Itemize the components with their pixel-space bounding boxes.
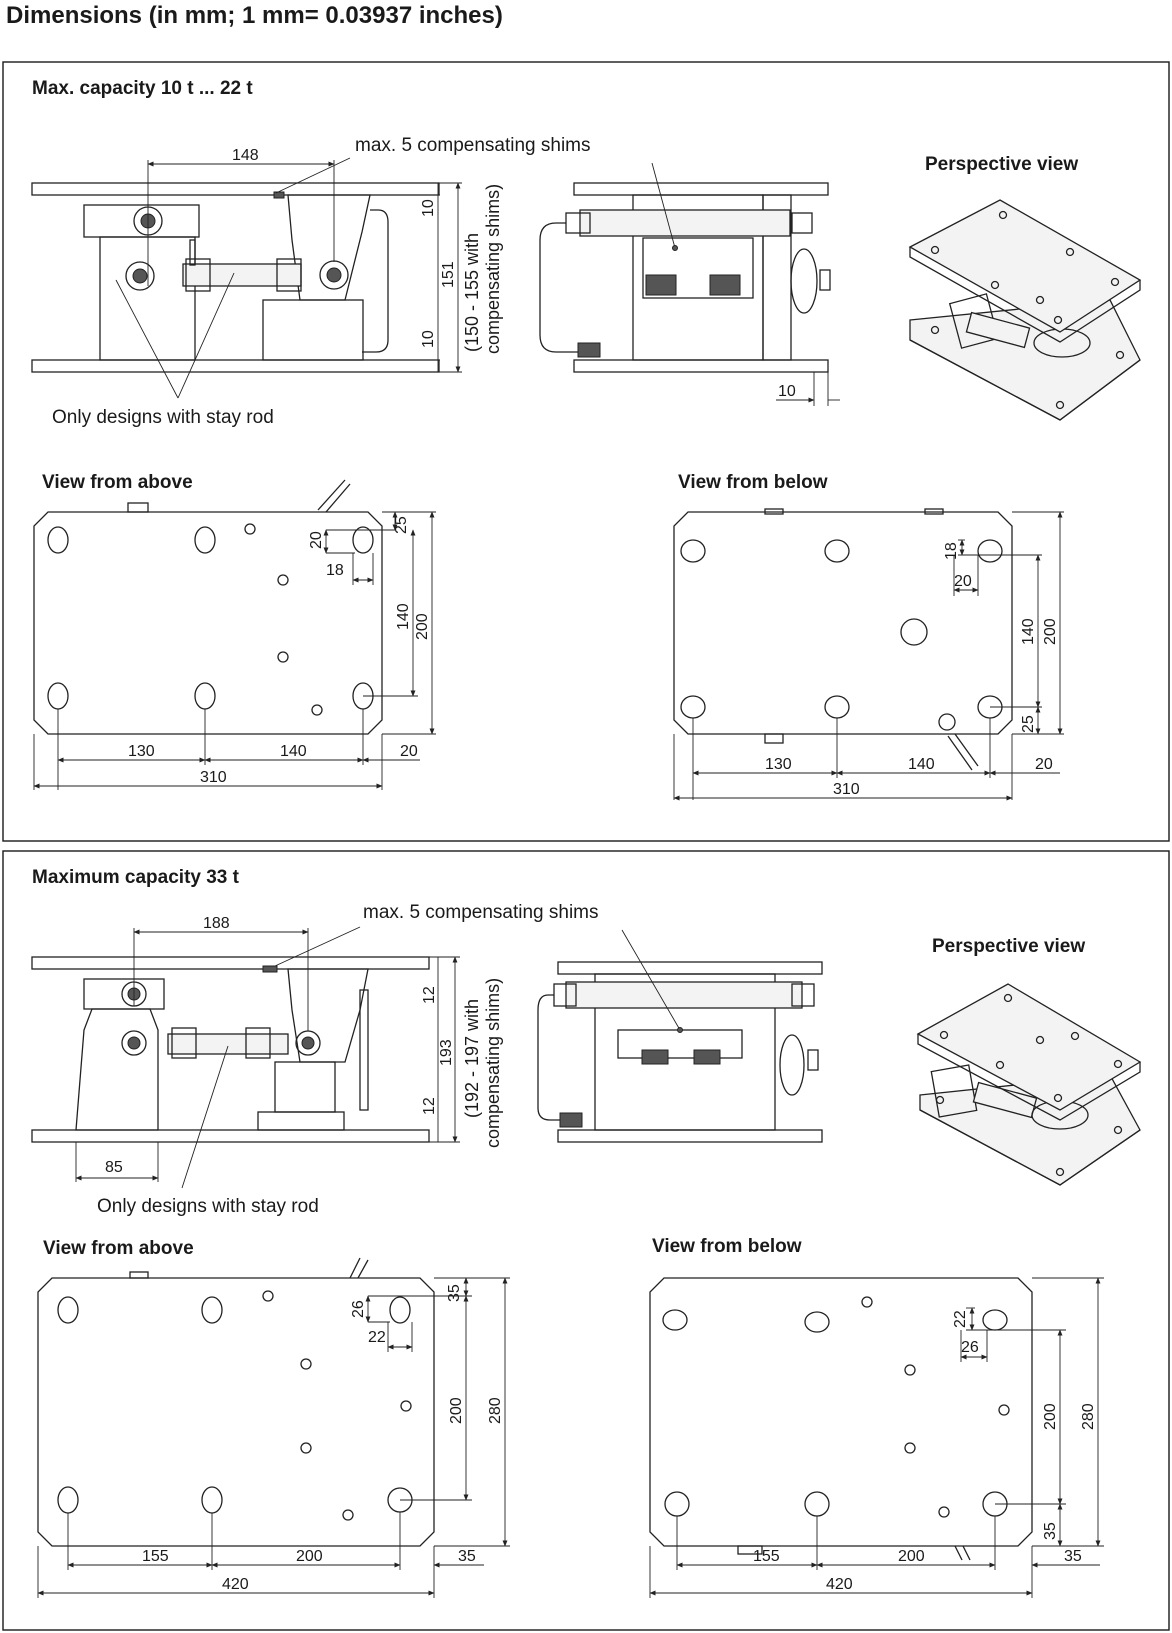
dim-below-hole-y: 22 — [952, 1310, 969, 1328]
dim-below-hole-x: 20 — [954, 573, 972, 590]
dim-below-pitch-x2: 140 — [908, 756, 935, 773]
dim-below-edge-x: 20 — [1035, 756, 1053, 773]
dim-below-total-y: 200 — [1042, 618, 1059, 645]
dim-above-edge-x: 20 — [400, 743, 418, 760]
height-range-line2: compensating shims) — [483, 978, 503, 1148]
dim-top-plate: 10 — [420, 199, 437, 217]
dim-foot: 85 — [105, 1159, 123, 1176]
dim-above-edge-x: 35 — [458, 1548, 476, 1565]
dim-shaft-distance: 188 — [203, 915, 230, 932]
dim-below-pitch-x1: 155 — [753, 1548, 780, 1565]
dim-above-total-y: 200 — [414, 613, 431, 640]
dim-below-hole-y: 18 — [943, 542, 960, 560]
view-from-below: View from below 155 — [649, 1236, 1104, 1598]
page-title: Dimensions (in mm; 1 mm= 0.03937 inches) — [6, 2, 503, 29]
perspective-view: Perspective view — [908, 154, 1142, 421]
stay-rod-note: Only designs with stay rod — [97, 1196, 319, 1217]
dim-top-plate: 12 — [421, 986, 438, 1004]
dim-below-edge-x: 35 — [1064, 1548, 1082, 1565]
section-heading: Max. capacity 10 t ... 22 t — [32, 78, 253, 99]
dim-bottom-plate: 12 — [421, 1097, 438, 1115]
front-view: 10 — [539, 162, 840, 406]
dim-front-offset: 10 — [778, 383, 796, 400]
dim-above-pitch-y: 200 — [448, 1397, 465, 1424]
dim-below-total-x: 310 — [833, 781, 860, 798]
dim-height: 193 — [438, 1039, 455, 1066]
section-frame — [2, 61, 1170, 842]
section-frame — [2, 850, 1170, 1631]
dim-above-total-x: 310 — [200, 769, 227, 786]
dim-above-hole-x: 22 — [368, 1329, 386, 1346]
dim-above-hole-x: 18 — [326, 562, 344, 579]
front-view — [537, 929, 823, 1143]
perspective-label: Perspective view — [932, 936, 1085, 957]
height-range-line2: compensating shims) — [483, 184, 503, 354]
perspective-label: Perspective view — [925, 154, 1078, 175]
dim-below-pitch-y: 200 — [1042, 1403, 1059, 1430]
view-from-above: View from above 155 — [37, 1238, 510, 1598]
dim-above-edge-y: 25 — [393, 516, 410, 534]
dim-below-pitch-y: 140 — [1020, 618, 1037, 645]
dim-below-total-x: 420 — [826, 1576, 853, 1593]
dim-bottom-plate: 10 — [420, 330, 437, 348]
dim-above-pitch-x2: 200 — [296, 1548, 323, 1565]
section-33t: Maximum capacity 33 t 188 85 — [2, 850, 1170, 1631]
section-10-22t: Max. capacity 10 t ... 22 t 148 — [2, 61, 1170, 842]
dim-above-hole-y: 20 — [308, 531, 325, 549]
dim-above-pitch-x1: 130 — [128, 743, 155, 760]
stay-rod-note: Only designs with stay rod — [52, 407, 274, 428]
dim-height: 151 — [440, 261, 457, 288]
dim-above-pitch-x2: 140 — [280, 743, 307, 760]
side-view: 188 85 12 193 12 (192 - 197 with compens… — [31, 902, 599, 1217]
side-view: 148 10 151 10 (150 - 155 with compensati… — [31, 135, 591, 428]
dim-below-edge-y: 35 — [1042, 1522, 1059, 1540]
dim-below-hole-x: 26 — [961, 1339, 979, 1356]
height-range-line1: (192 - 197 with — [462, 999, 482, 1118]
above-label: View from above — [42, 472, 193, 493]
dim-below-total-y: 280 — [1080, 1403, 1097, 1430]
view-from-below: View from below 130 140 — [673, 472, 1064, 801]
perspective-view: Perspective view — [916, 936, 1142, 1186]
dim-above-pitch-x1: 155 — [142, 1548, 169, 1565]
shims-note: max. 5 compensating shims — [363, 902, 599, 923]
dim-below-pitch-x2: 200 — [898, 1548, 925, 1565]
above-label: View from above — [43, 1238, 194, 1259]
view-from-above: View from above 130 140 — [33, 472, 436, 790]
dim-above-pitch-y: 140 — [395, 603, 412, 630]
section-heading: Maximum capacity 33 t — [32, 867, 240, 888]
dim-above-hole-y: 26 — [350, 1300, 367, 1318]
shims-note: max. 5 compensating shims — [355, 135, 591, 156]
dim-below-pitch-x1: 130 — [765, 756, 792, 773]
dim-above-edge-y: 35 — [446, 1284, 463, 1302]
dim-shaft-distance: 148 — [232, 147, 259, 164]
below-label: View from below — [652, 1236, 802, 1257]
height-range-line1: (150 - 155 with — [462, 233, 482, 352]
dim-above-total-x: 420 — [222, 1576, 249, 1593]
below-label: View from below — [678, 472, 828, 493]
dim-above-total-y: 280 — [487, 1397, 504, 1424]
dim-below-edge-y: 25 — [1020, 715, 1037, 733]
